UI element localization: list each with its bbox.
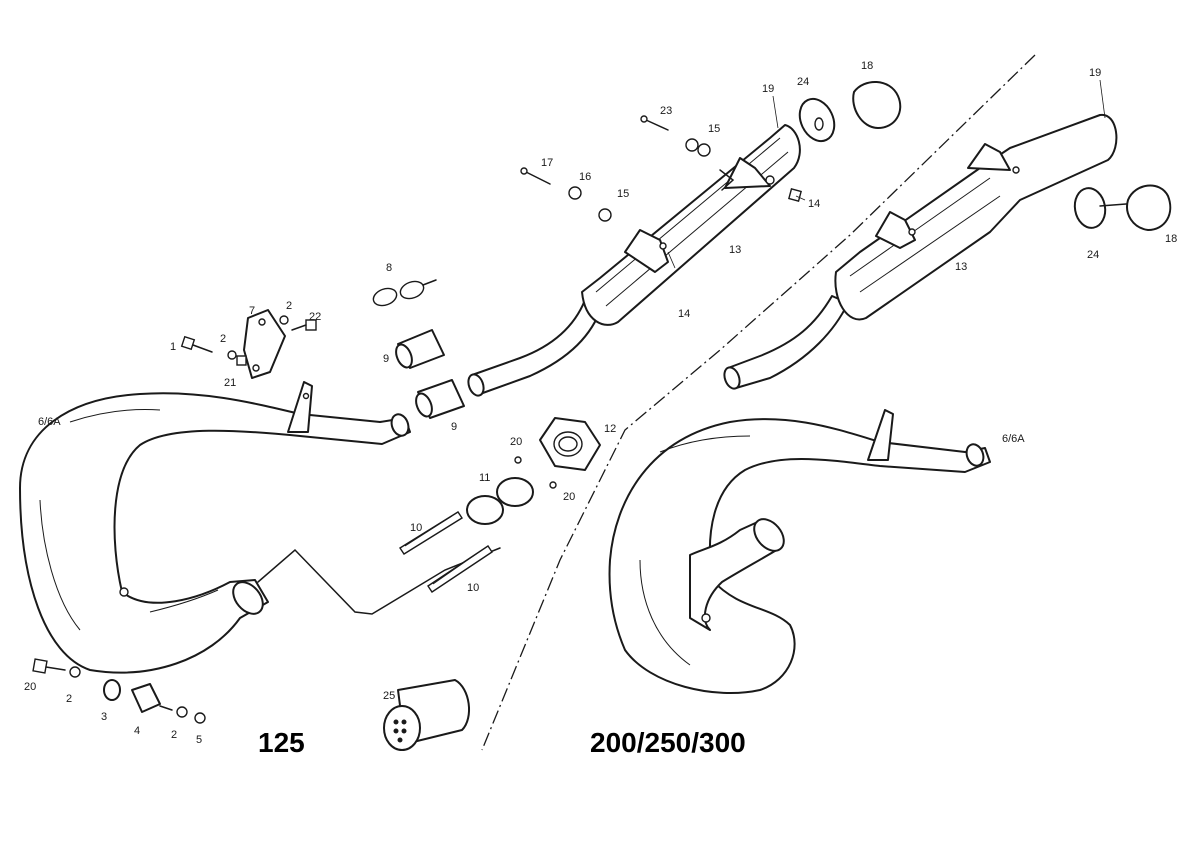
muffler-13-right xyxy=(723,113,1118,390)
callout-19: 19 xyxy=(762,83,774,95)
washer-2-mount-a xyxy=(69,666,81,678)
callout-14: 14 xyxy=(808,198,820,210)
callout-17: 17 xyxy=(541,157,553,169)
screw-20-lower xyxy=(549,481,557,489)
screw-20-upper xyxy=(514,456,522,464)
callout-6-6a-left: 6/6A xyxy=(38,416,61,428)
callout-25: 25 xyxy=(383,690,395,702)
callout-5: 5 xyxy=(196,734,202,746)
callout-8: 8 xyxy=(386,262,392,274)
muffler-13-left xyxy=(581,124,801,326)
grommet-15a-2 xyxy=(697,143,711,157)
callout-4: 4 xyxy=(134,725,140,737)
callout-11: 11 xyxy=(479,472,490,484)
model-label-125: 125 xyxy=(258,727,305,758)
nut-21 xyxy=(236,355,247,366)
callout-10: 10 xyxy=(410,522,422,534)
callout-24: 24 xyxy=(1087,249,1099,261)
callout-2: 2 xyxy=(66,693,72,705)
callout-9: 9 xyxy=(451,421,457,433)
bolt-20-mount xyxy=(32,658,66,674)
callout-2: 2 xyxy=(286,300,292,312)
sleeve-9b xyxy=(415,379,465,419)
callout-20: 20 xyxy=(24,681,36,693)
clamps-8 xyxy=(372,279,437,307)
spark-arrestor-25 xyxy=(383,679,470,751)
tailpipe-left xyxy=(467,299,603,397)
end-cap-18-left xyxy=(852,81,902,129)
callout-2: 2 xyxy=(171,729,177,741)
bolt-1 xyxy=(180,335,213,353)
nut-14-top xyxy=(788,188,802,202)
bolt-17 xyxy=(520,167,551,185)
callout-2: 2 xyxy=(220,333,226,345)
callout-22: 22 xyxy=(309,311,321,323)
callout-6-6a-right: 6/6A xyxy=(1002,433,1025,445)
bolt-22 xyxy=(291,319,317,331)
callout-20: 20 xyxy=(563,491,575,503)
callout-9: 9 xyxy=(383,353,389,365)
flange-12 xyxy=(539,417,601,471)
callout-10: 10 xyxy=(467,582,479,594)
callout-20: 20 xyxy=(510,436,522,448)
callout-7: 7 xyxy=(249,305,255,317)
spring-10a xyxy=(399,511,463,555)
washer-2b xyxy=(279,315,289,325)
callout-14: 14 xyxy=(678,308,690,320)
rubber-mount-4 xyxy=(131,683,173,713)
nut-5 xyxy=(194,712,206,724)
callout-18: 18 xyxy=(861,60,873,72)
end-plate-24-right xyxy=(1073,187,1127,229)
callout-23: 23 xyxy=(660,105,672,117)
bolt-23 xyxy=(640,115,669,131)
spring-10b xyxy=(427,545,493,593)
callout-leaders xyxy=(667,79,1106,269)
bracket-7 xyxy=(243,309,286,379)
expansion-chamber-left xyxy=(19,381,411,674)
model-divider-line xyxy=(481,54,1036,751)
callout-15: 15 xyxy=(617,188,629,200)
callout-labels: 1 2 2 2 2 3 4 5 6/6A 6/6A 7 8 9 9 10 10 … xyxy=(24,60,1177,746)
callout-24: 24 xyxy=(797,76,809,88)
washer-2a xyxy=(227,350,237,360)
end-plate-24-left xyxy=(798,97,836,143)
callout-13: 13 xyxy=(955,261,967,273)
o-ring-11 xyxy=(496,477,534,507)
o-ring-11b xyxy=(466,495,504,525)
callout-1: 1 xyxy=(170,341,176,353)
callout-15: 15 xyxy=(708,123,720,135)
model-label-200-250-300: 200/250/300 xyxy=(590,727,746,758)
end-cap-18-right xyxy=(1126,184,1172,231)
grommet-15b xyxy=(598,208,612,222)
callout-18: 18 xyxy=(1165,233,1177,245)
washer-2-mount-b xyxy=(176,706,188,718)
sleeve-9a xyxy=(395,329,445,369)
washer-3 xyxy=(103,679,121,701)
callout-21: 21 xyxy=(224,377,236,389)
callout-3: 3 xyxy=(101,711,107,723)
connector-line-left xyxy=(257,547,501,615)
callout-12: 12 xyxy=(604,423,616,435)
callout-13: 13 xyxy=(729,244,741,256)
callout-19: 19 xyxy=(1089,67,1101,79)
expansion-chamber-right xyxy=(608,409,991,694)
grommet-15a xyxy=(685,138,699,152)
callout-16: 16 xyxy=(579,171,591,183)
bushing-16 xyxy=(568,186,582,200)
